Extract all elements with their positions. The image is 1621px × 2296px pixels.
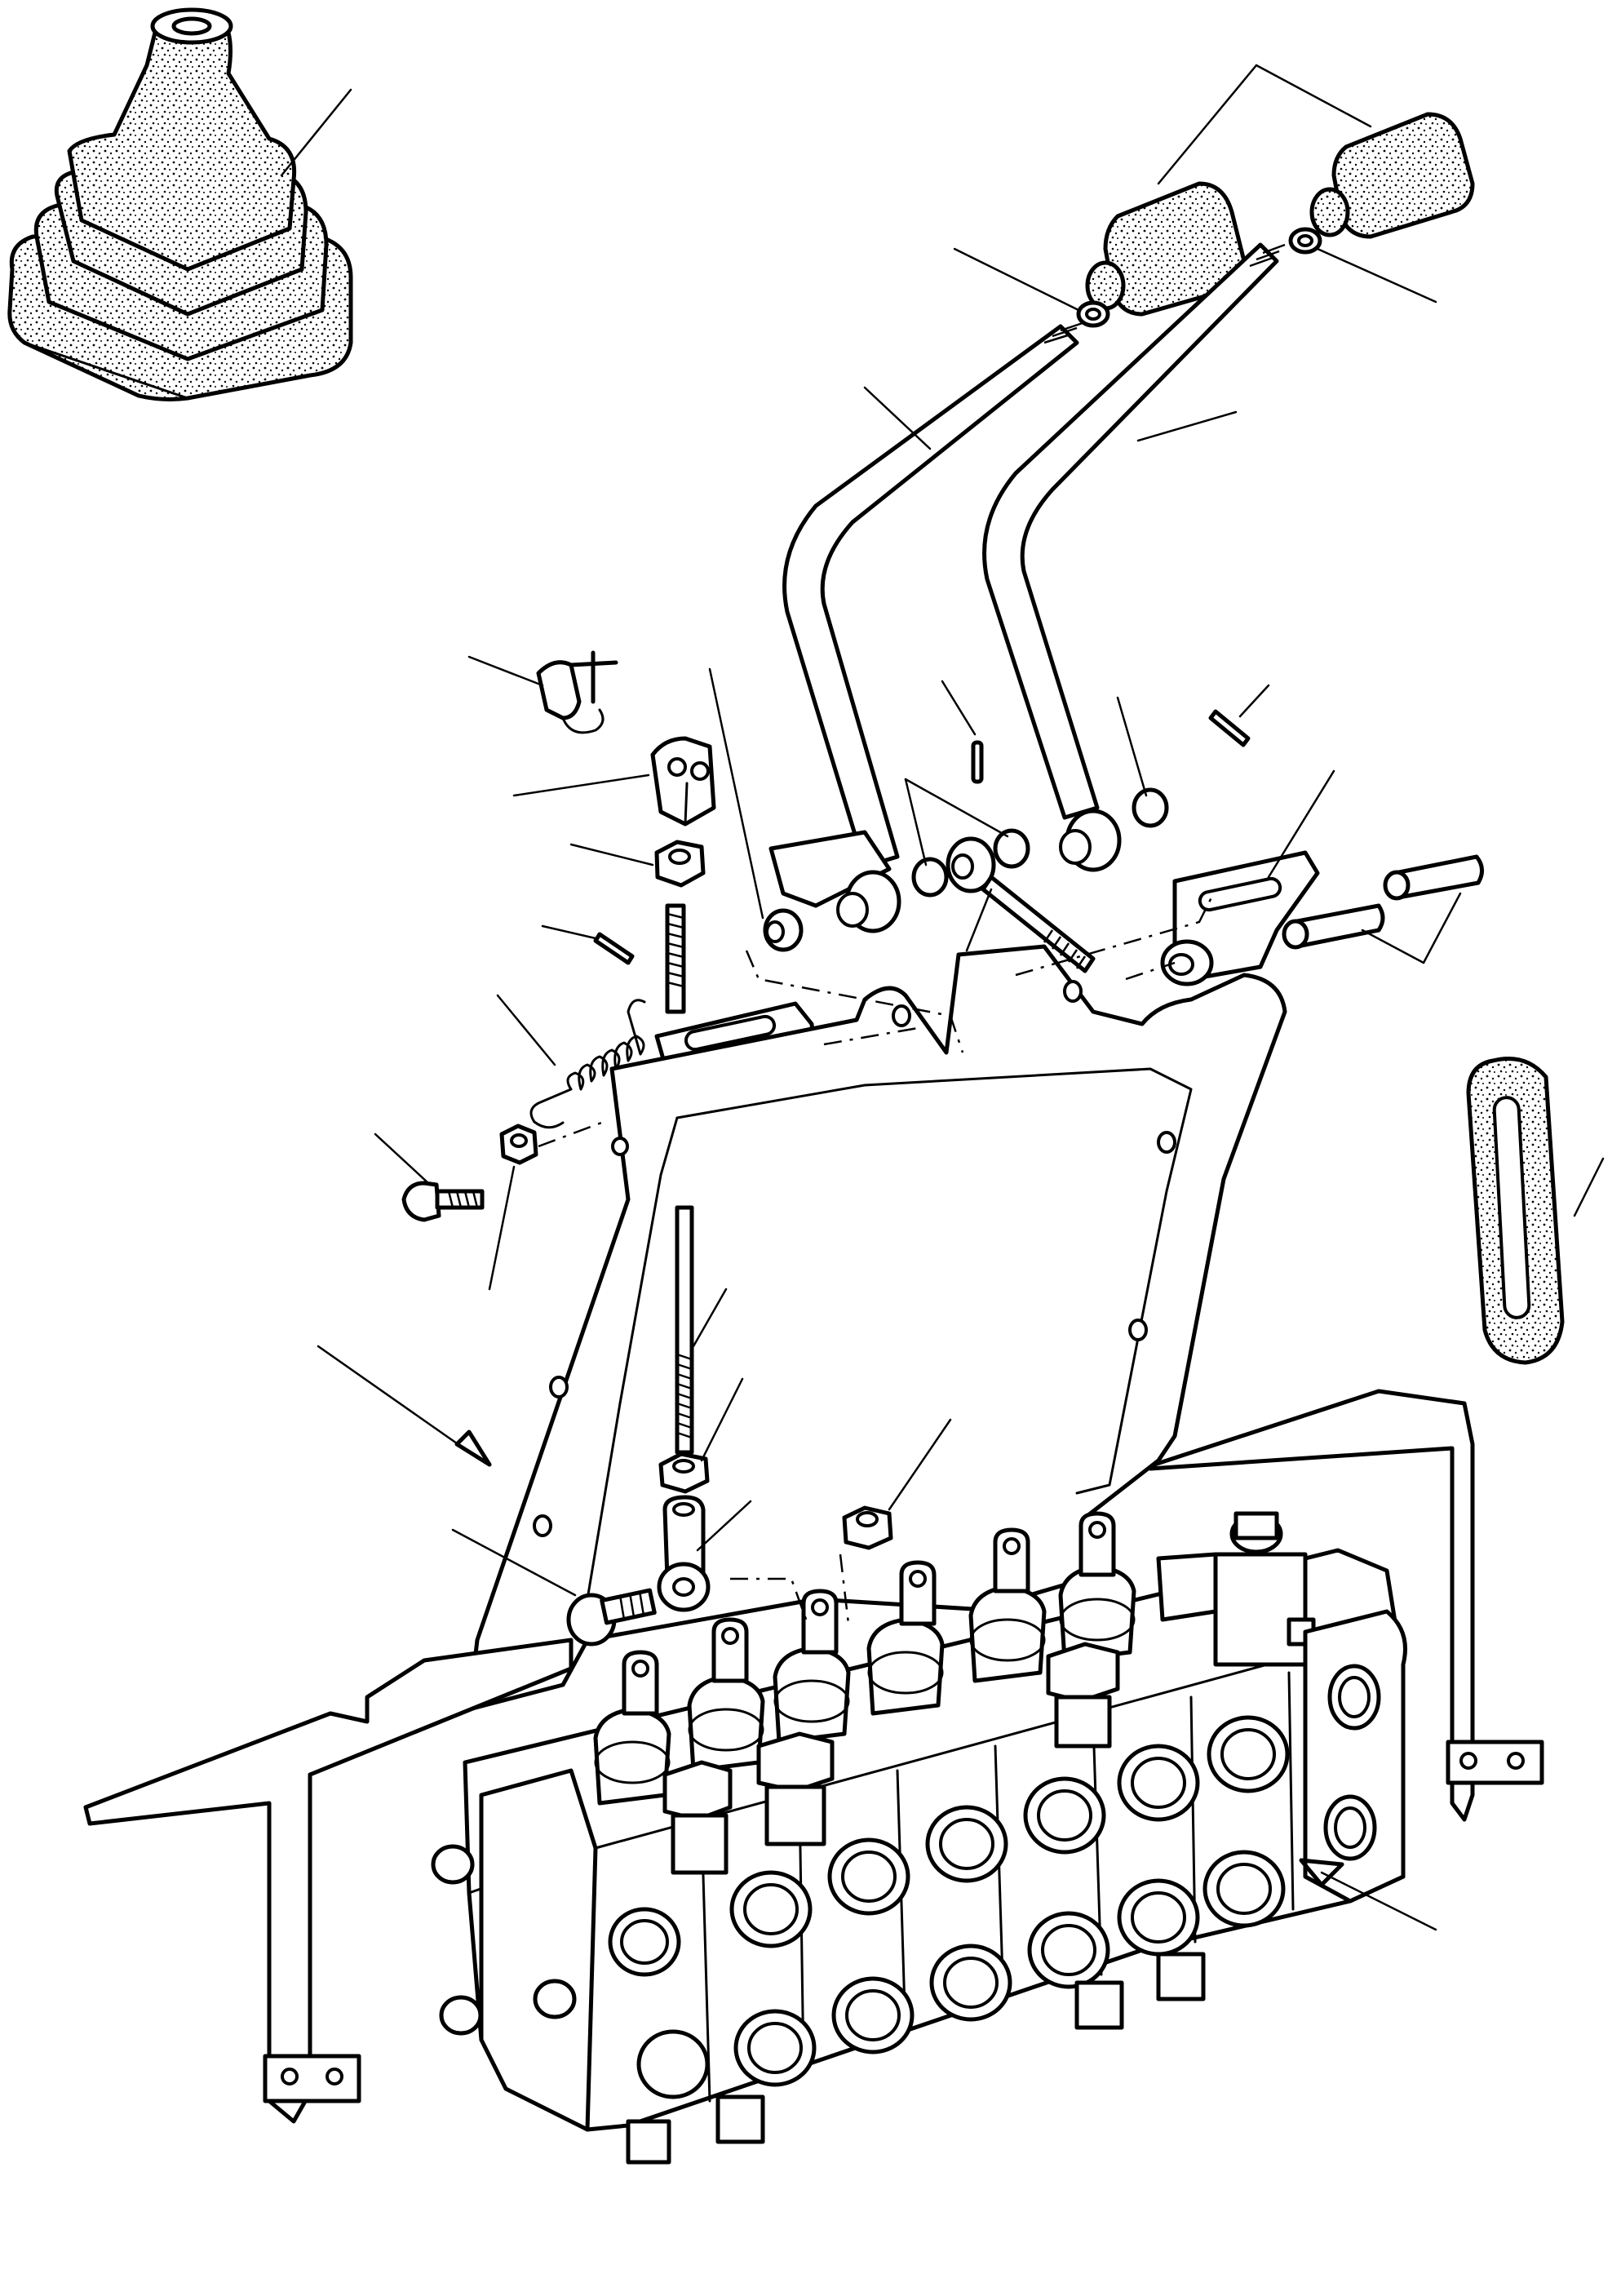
spool-eyes — [622, 1511, 1116, 1716]
leader-clevisnut — [569, 843, 654, 867]
gear-lever-boot — [7, 7, 353, 401]
assembly-axes — [730, 889, 1217, 1624]
leader-lever-right — [1136, 410, 1238, 442]
valve-ports — [729, 1715, 1290, 2087]
leader-ballbolt — [451, 1528, 577, 1597]
return-spring — [529, 999, 646, 1129]
leader-spoolnut — [888, 1418, 952, 1511]
mounting-bolt — [401, 1181, 485, 1222]
mounting-tab-left — [263, 2054, 361, 2103]
leader-nut-right — [1316, 247, 1437, 304]
leader-nut-left — [953, 247, 1080, 312]
mounting-nut — [499, 1124, 538, 1165]
leader-spacer-a — [904, 778, 928, 867]
leader-knobs-b — [1255, 64, 1372, 128]
leader-rodnut — [700, 1377, 744, 1462]
solenoid-valve — [1156, 1511, 1316, 1667]
leader-rollpin-c — [541, 924, 597, 940]
lever-knob-right — [1309, 112, 1475, 239]
leader-yoke — [512, 773, 650, 797]
leader-rollpin-b — [1238, 684, 1270, 718]
leader-spring — [496, 994, 556, 1066]
leader-rod — [692, 1288, 728, 1348]
bottom-fittings — [626, 1952, 1206, 2165]
leader-boot — [280, 88, 352, 177]
pivot-pins — [1282, 854, 1484, 950]
control-rod — [675, 1205, 694, 1455]
clevis-pin-with-clip — [536, 650, 618, 734]
control-lever-left — [768, 321, 1086, 933]
lever-pivot-bracket-right — [1160, 850, 1320, 986]
knob-lock-nut-right — [1288, 227, 1322, 255]
leader-bolt — [374, 1132, 430, 1185]
spool-retaining-nut — [842, 1505, 893, 1550]
leader-mountnut — [488, 1165, 516, 1291]
arrow-valveblock — [1299, 1858, 1344, 1887]
control-valve-block — [83, 1389, 1544, 2165]
leader-frame — [317, 1345, 483, 1462]
inlet-end-cover — [431, 1768, 710, 2132]
leader-lever-left — [863, 386, 932, 450]
leader-pins-b — [1422, 892, 1462, 964]
leader-bushing-b — [1116, 696, 1148, 797]
ball-joint — [657, 1495, 711, 1612]
axis-bolt — [538, 1120, 605, 1148]
lever-pivot-shaft — [981, 875, 1096, 973]
leader-rollpin-a — [941, 680, 977, 736]
leader-bracket-right — [1267, 769, 1335, 879]
leader-bushing-a — [708, 667, 764, 920]
ball-joint-bolt — [566, 1588, 657, 1647]
mounting-tab-right — [1446, 1740, 1544, 1785]
leader-grommet — [1573, 1157, 1605, 1217]
leader-knobs-a — [1157, 64, 1258, 185]
arrow-frame — [454, 1429, 492, 1467]
rod-lock-nut — [658, 1452, 710, 1494]
clevis-lock-nut — [654, 840, 706, 888]
leader-balljoint — [696, 1500, 752, 1552]
relief-valves — [662, 1642, 1120, 1875]
outlet-end — [1303, 1609, 1407, 1904]
grommet — [1466, 1057, 1565, 1365]
knob-lock-nut-left — [1076, 300, 1110, 328]
leader-spacer-b — [904, 778, 1009, 838]
roll-pin — [593, 709, 1251, 965]
pivot-bushings — [763, 787, 1169, 952]
control-rod-upper — [665, 903, 686, 1014]
leader-pins-a — [1361, 929, 1425, 964]
clevis-yoke — [650, 736, 716, 827]
leader-shaft — [965, 888, 993, 952]
control-lever-right — [982, 242, 1286, 872]
leader-clevispin — [467, 655, 544, 687]
leader-valveblock — [1320, 1871, 1437, 1931]
